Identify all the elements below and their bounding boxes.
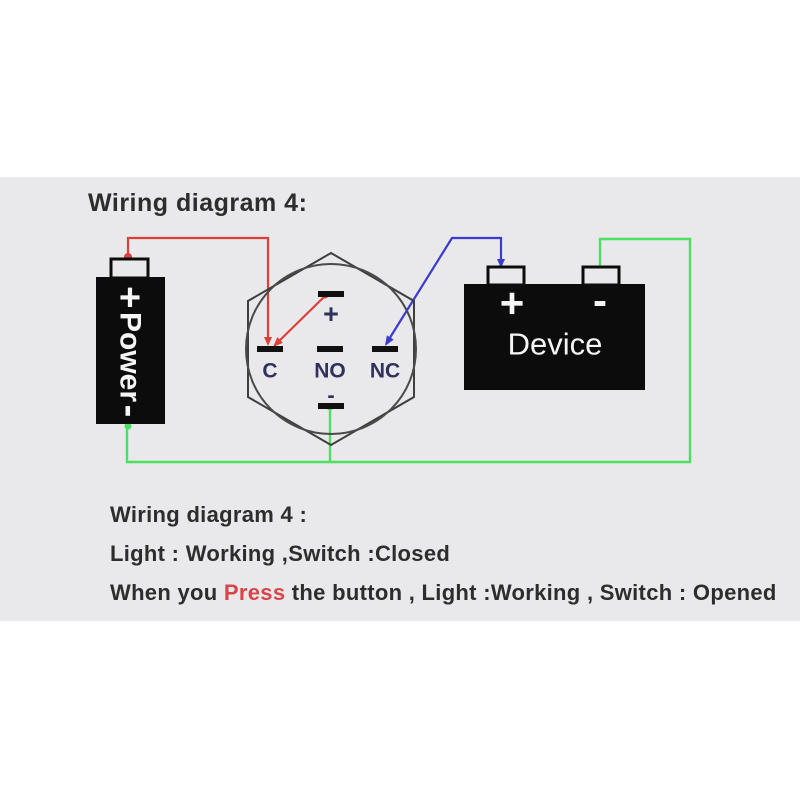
caption-line-2: Light : Working ,Switch :Closed bbox=[110, 541, 451, 566]
switch-circle bbox=[245, 263, 417, 435]
power-box bbox=[96, 277, 165, 424]
switch-minus-label: - bbox=[327, 383, 334, 408]
blue-arrowhead-at-nc bbox=[385, 335, 394, 346]
device-label: Device bbox=[508, 327, 603, 362]
caption-line-3-after: the button , Light :Working , Switch : O… bbox=[285, 580, 777, 605]
caption-line-3-before: When you bbox=[110, 580, 224, 605]
blue-wire-nc-to-device bbox=[385, 236, 503, 345]
switch-group: + C NO NC - bbox=[245, 251, 417, 447]
power-plus-label: + bbox=[119, 277, 141, 319]
device-minus-label: - bbox=[593, 277, 607, 324]
green-dot-power-bottom bbox=[124, 422, 132, 430]
blue-arrowhead-at-device bbox=[497, 259, 505, 268]
switch-c-label: C bbox=[262, 360, 277, 383]
switch-terminal-bar-minus bbox=[318, 403, 344, 409]
red-link-c-to-plus bbox=[275, 295, 326, 345]
power-box-group: + Power - bbox=[96, 257, 165, 424]
switch-hexagon bbox=[247, 251, 415, 447]
power-terminal-tab bbox=[109, 257, 150, 280]
caption-block: Wiring diagram 4 : Light : Working ,Swit… bbox=[110, 502, 777, 619]
caption-line-1: Wiring diagram 4 : bbox=[110, 502, 308, 527]
diagram-title: Wiring diagram 4: bbox=[88, 189, 308, 217]
device-plus-label: + bbox=[500, 280, 525, 327]
switch-terminal-bar-plus bbox=[318, 291, 344, 297]
switch-terminal-bar-nc bbox=[372, 346, 398, 352]
caption-line-3: When you Press the button , Light :Worki… bbox=[110, 580, 777, 606]
green-wire-device-to-power bbox=[125, 237, 692, 464]
red-arrowhead-at-c bbox=[264, 337, 272, 346]
caption-press-word: Press bbox=[223, 580, 286, 605]
switch-terminal-bar-no bbox=[317, 346, 343, 352]
switch-terminal-bar-c bbox=[257, 346, 283, 352]
switch-no-label: NO bbox=[314, 360, 346, 383]
switch-nc-label: NC bbox=[370, 360, 400, 383]
red-arrowhead-diagonal-at-c bbox=[273, 337, 283, 347]
device-box bbox=[464, 284, 645, 390]
power-minus-label: - bbox=[109, 405, 151, 418]
switch-plus-label: + bbox=[323, 299, 339, 329]
power-label: Power bbox=[114, 312, 147, 402]
device-box-group: + - Device bbox=[464, 265, 645, 390]
